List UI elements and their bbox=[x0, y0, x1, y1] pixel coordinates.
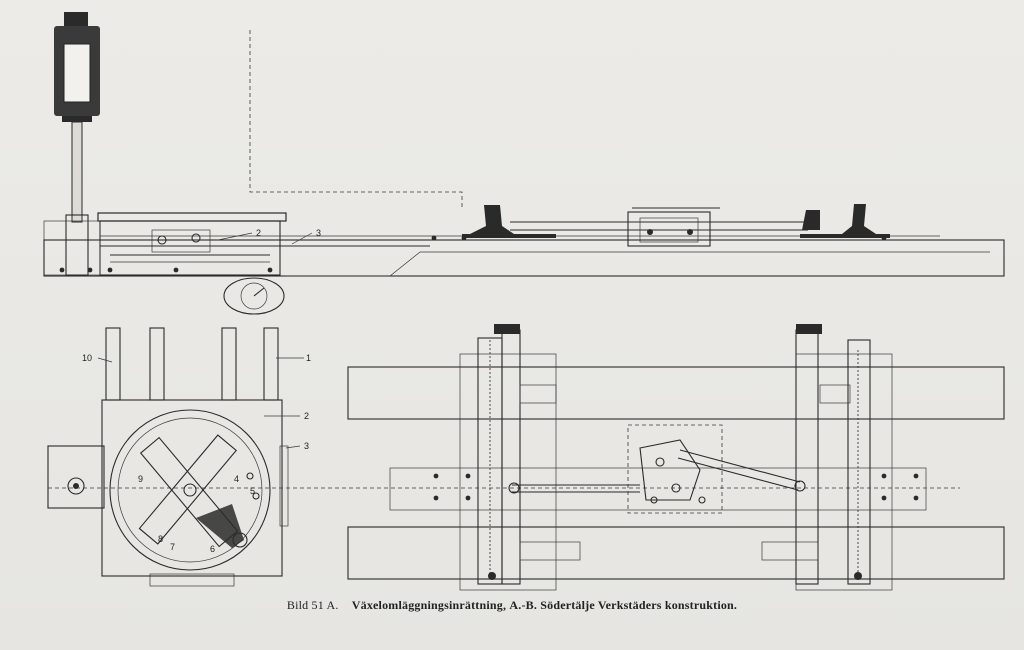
wire-line bbox=[249, 30, 463, 210]
figure-caption: Bild 51 A. Växelomläggningsinrättning, A… bbox=[0, 598, 1024, 613]
switch-linkage bbox=[508, 439, 806, 504]
base-plate bbox=[43, 239, 1005, 277]
figure-maker: A.-B. Södertälje Verkstäders konstruktio… bbox=[509, 598, 738, 612]
callout-mech-7: 7 bbox=[170, 542, 175, 552]
callout-plan-3: 3 bbox=[304, 441, 309, 451]
callout-plan-1: 1 bbox=[306, 353, 311, 363]
callout-mech-5: 5 bbox=[250, 486, 255, 496]
callout-mech-9: 9 bbox=[138, 474, 143, 484]
quadrant-wheel bbox=[109, 409, 271, 571]
figure-number: Bild 51 A. bbox=[286, 598, 339, 612]
callout-top-2: 2 bbox=[256, 228, 261, 238]
rod-coupling bbox=[627, 207, 720, 247]
lever-frame-plan bbox=[47, 327, 289, 577]
signal-lamp bbox=[54, 12, 100, 276]
elevation-view: 2 3 bbox=[43, 12, 1005, 315]
callout-mech-4: 4 bbox=[234, 474, 239, 484]
callout-plan-10: 10 bbox=[82, 353, 92, 363]
rail-left-plan bbox=[459, 324, 581, 591]
gauge-dial bbox=[223, 277, 285, 315]
callout-plan-2: 2 bbox=[304, 411, 309, 421]
callout-mech-6: 6 bbox=[210, 544, 215, 554]
callout-mech-8: 8 bbox=[158, 534, 163, 544]
plan-view: 1 2 3 10 9 4 5 8 7 6 bbox=[47, 324, 1005, 591]
rail-right-plan bbox=[761, 324, 893, 591]
sleeper-top bbox=[347, 366, 1005, 420]
rail-right-elevation bbox=[800, 204, 890, 238]
callout-top-3: 3 bbox=[316, 228, 321, 238]
figure-title: Växelomläggningsinrättning, bbox=[351, 598, 507, 612]
rail-left-elevation bbox=[462, 205, 556, 238]
sleeper-bottom bbox=[347, 526, 1005, 580]
